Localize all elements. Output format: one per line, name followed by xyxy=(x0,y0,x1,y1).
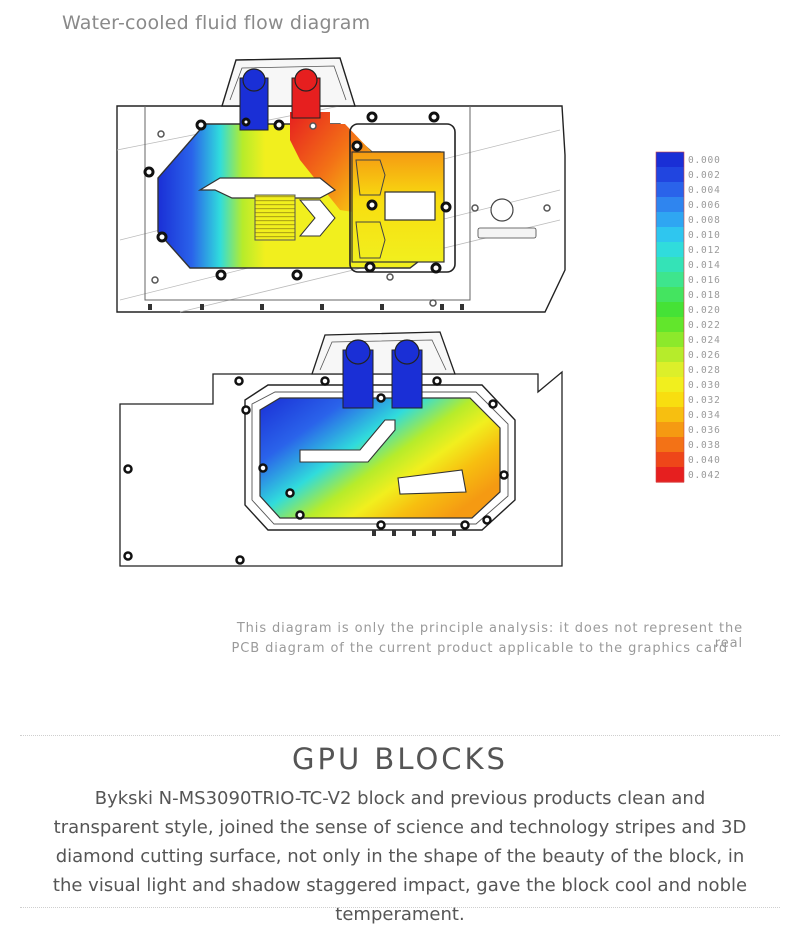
legend-swatch xyxy=(656,212,684,228)
legend-swatch xyxy=(656,332,684,348)
legend-swatch xyxy=(656,182,684,198)
legend-label: 0.016 xyxy=(688,275,721,286)
legend-label: 0.018 xyxy=(688,290,721,301)
legend-swatch xyxy=(656,242,684,258)
legend-swatch xyxy=(656,422,684,438)
legend-label: 0.036 xyxy=(688,425,721,436)
legend-swatch xyxy=(656,392,684,408)
legend-label: 0.012 xyxy=(688,245,721,256)
legend-swatch xyxy=(656,167,684,183)
section-title: GPU BLOCKS xyxy=(292,742,508,776)
legend-swatch xyxy=(656,437,684,453)
legend-label: 0.034 xyxy=(688,410,721,421)
legend-swatch xyxy=(656,257,684,273)
legend-swatch xyxy=(656,227,684,243)
legend-swatch xyxy=(656,287,684,303)
legend-label: 0.038 xyxy=(688,440,721,451)
legend-label: 0.004 xyxy=(688,185,721,196)
legend-swatch xyxy=(656,467,684,483)
legend-border xyxy=(655,151,685,483)
disclaimer-line-2: PCB diagram of the current product appli… xyxy=(231,641,728,656)
flow-diagram: 0.000 0.002 0.004 0.006 0.008 0.010 0.012 0.014… xyxy=(116,57,721,567)
legend-label: 0.024 xyxy=(688,335,721,346)
fin-array xyxy=(254,194,296,241)
legend-label: 0.042 xyxy=(688,470,721,481)
divider-top xyxy=(20,735,780,736)
legend-label: 0.026 xyxy=(688,350,721,361)
legend-label: 0.010 xyxy=(688,230,721,241)
legend-swatch xyxy=(656,347,684,363)
legend-swatch xyxy=(656,302,684,318)
legend-swatch xyxy=(656,317,684,333)
legend-label: 0.006 xyxy=(688,200,721,211)
legend-label: 0.014 xyxy=(688,260,721,271)
legend-label: 0.008 xyxy=(688,215,721,226)
velocity-legend: 0.000 0.002 0.004 0.006 0.008 0.010 0.012 0.014… xyxy=(655,151,721,483)
legend-label: 0.040 xyxy=(688,455,721,466)
legend-swatch xyxy=(656,272,684,288)
legend-swatch xyxy=(656,197,684,213)
divider-bottom xyxy=(20,907,780,908)
legend-label: 0.000 xyxy=(688,155,721,166)
legend-label: 0.030 xyxy=(688,380,721,391)
back-block xyxy=(119,331,563,567)
brand-logo xyxy=(490,198,514,222)
screws-front xyxy=(143,111,452,281)
legend-label: 0.032 xyxy=(688,395,721,406)
legend-swatch xyxy=(656,377,684,393)
page-title: Water-cooled fluid flow diagram xyxy=(62,12,371,34)
legend-label: 0.020 xyxy=(688,305,721,316)
disclaimer-line-1: This diagram is only the principle analy… xyxy=(236,621,743,651)
screws-back xyxy=(123,376,509,565)
legend-swatch xyxy=(656,362,684,378)
legend-label: 0.022 xyxy=(688,320,721,331)
legend-swatch xyxy=(656,452,684,468)
legend-swatch xyxy=(656,152,684,168)
legend-label: 0.002 xyxy=(688,170,721,181)
legend-label: 0.028 xyxy=(688,365,721,376)
legend-swatch xyxy=(656,407,684,423)
front-block xyxy=(116,57,566,313)
coolant-chamber-back xyxy=(259,397,501,519)
